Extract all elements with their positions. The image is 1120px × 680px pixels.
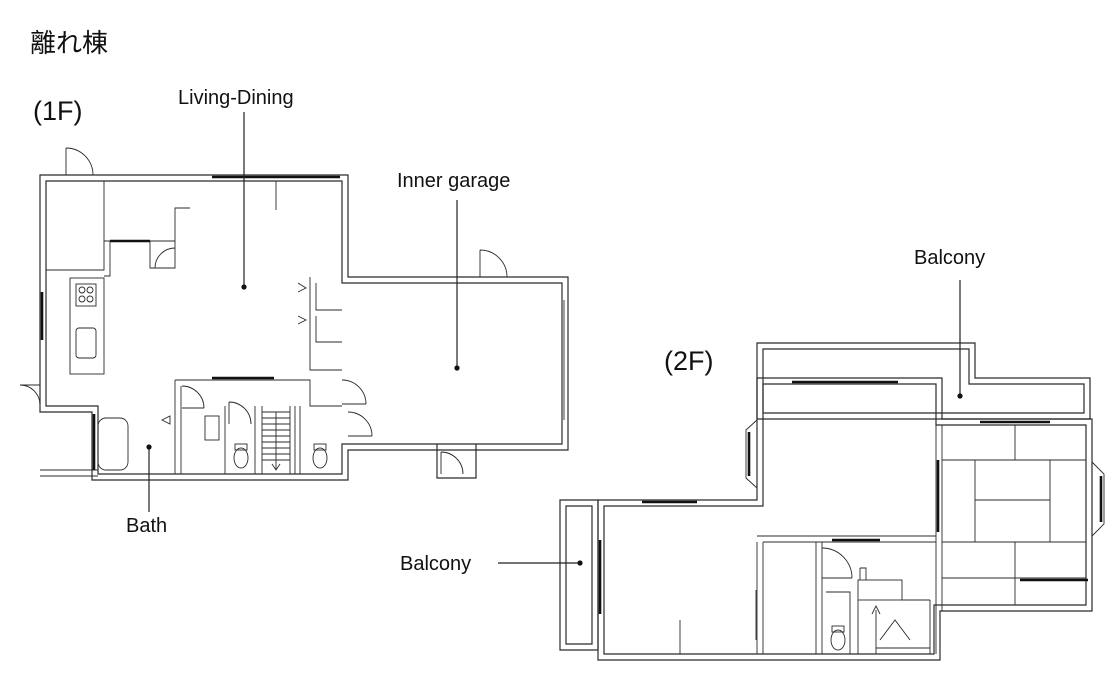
leader-dot	[454, 365, 460, 371]
leader-dot	[957, 393, 963, 399]
room-label-balcony-right: Balcony	[914, 247, 985, 269]
room-label-living-dining: Living-Dining	[178, 87, 294, 109]
plan-2f	[559, 342, 1105, 661]
building-title: 離れ棟	[30, 29, 108, 59]
leader-dot	[577, 560, 583, 566]
stairs-2f	[857, 579, 931, 654]
tatami-room	[942, 425, 1086, 605]
leader-dot	[241, 284, 247, 290]
label-bath: Bath	[126, 444, 167, 537]
floor-label-2f: (2F)	[664, 346, 714, 376]
label-inner-garage: Inner garage	[397, 170, 510, 371]
label-balcony-right: Balcony	[914, 247, 985, 399]
label-balcony-left: Balcony	[400, 553, 583, 575]
stairs-1f	[261, 406, 291, 474]
room-label-bath: Bath	[126, 515, 167, 537]
room-label-inner-garage: Inner garage	[397, 170, 510, 192]
floor-label-1f: (1F)	[33, 96, 83, 126]
label-living-dining: Living-Dining	[178, 87, 294, 290]
leader-dot	[146, 444, 152, 450]
plan-1f	[19, 147, 569, 481]
room-label-balcony-left: Balcony	[400, 553, 471, 575]
